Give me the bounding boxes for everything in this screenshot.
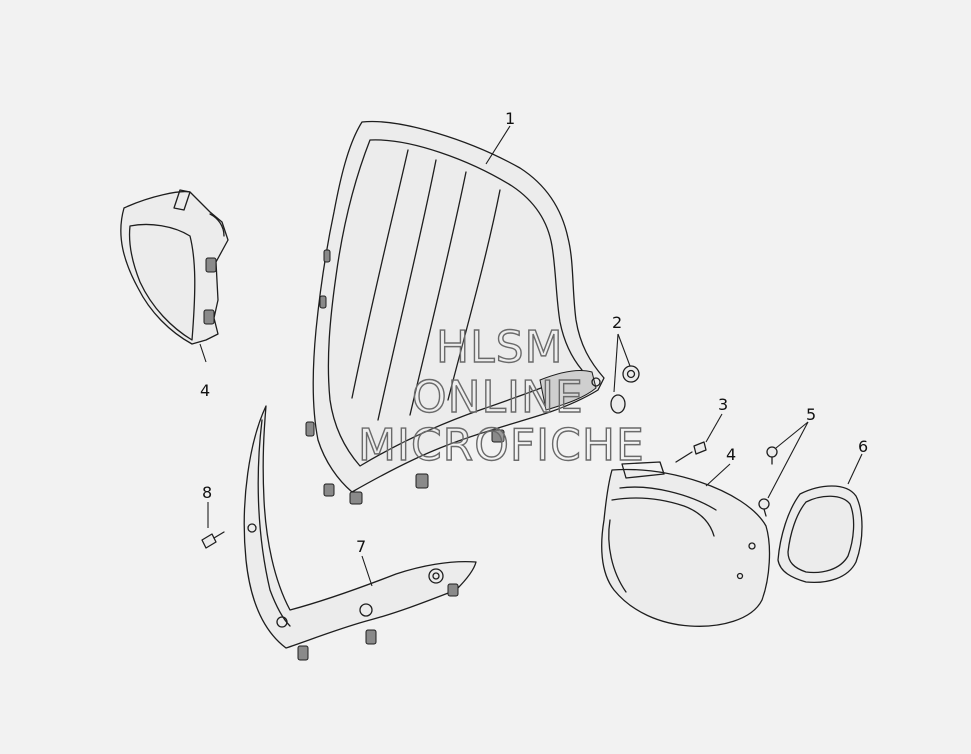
part-4-right-housing	[601, 461, 771, 627]
callout-1: 1	[505, 109, 515, 128]
part-3-screw	[675, 441, 707, 463]
callout-6: 6	[858, 437, 868, 456]
part-6-lens	[777, 485, 863, 584]
watermark: HLSM ONLINE MICROFICHE	[357, 321, 645, 471]
watermark-line-2: ONLINE	[412, 372, 584, 423]
watermark-line-1: HLSM	[436, 322, 564, 373]
leader-lines	[199, 125, 863, 587]
part-8-bolt	[201, 531, 225, 549]
callout-7: 7	[356, 537, 366, 556]
callout-2: 2	[612, 313, 622, 332]
part-1-windscreen	[305, 120, 605, 505]
callout-4-right: 4	[726, 445, 736, 464]
callout-3: 3	[718, 395, 728, 414]
part-4-left-housing	[120, 189, 229, 345]
callout-5: 5	[806, 405, 816, 424]
part-7-lower-trim	[243, 405, 477, 661]
part-5-screws	[758, 446, 778, 517]
callout-4-left: 4	[200, 381, 210, 400]
watermark-line-3: MICROFICHE	[358, 420, 645, 471]
callout-labels: 1 2 3 4 4 5 6 7 8	[200, 109, 868, 556]
callout-8: 8	[202, 483, 212, 502]
part-2-grommets	[610, 365, 640, 414]
